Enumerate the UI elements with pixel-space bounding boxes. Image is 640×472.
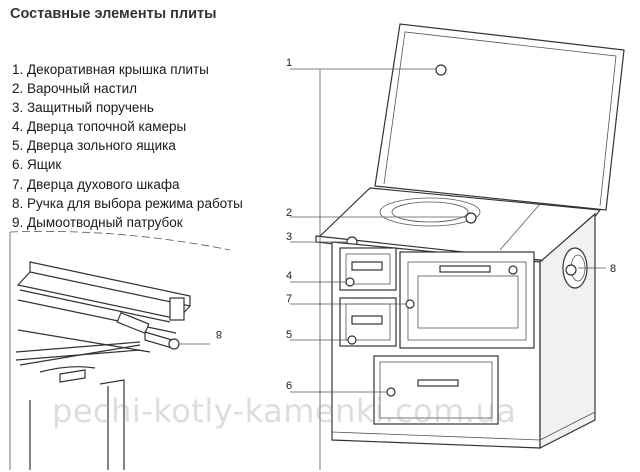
callout-7: 7 [286,293,292,305]
legend-item: 5. Дверца зольного ящика [12,138,176,154]
legend-item: 6. Ящик [12,157,62,173]
parts-legend: 1. Декоративная крышка плиты 2. Варочный… [12,60,243,232]
callout-8: 8 [610,263,616,275]
callout-5: 5 [286,329,292,341]
legend-item: 7. Дверца духового шкафа [12,176,180,192]
leader-lines [290,68,606,470]
detail-inset [9,230,231,470]
legend-item: 8. Ручка для выбора режима работы [12,195,243,211]
burner-ring-outer [379,197,481,227]
legend-item: 3. Защитный поручень [12,100,154,116]
legend-item: 9. Дымоотводный патрубок [12,214,183,230]
callout-1: 1 [286,57,292,69]
stove-body [315,23,625,449]
page-title: Составные элементы плиты [10,6,217,22]
legend-item: 1. Декоративная крышка плиты [12,62,209,77]
detail-callout-label: 8 [216,328,222,340]
decorative-lid [374,23,625,211]
lid-knob [435,64,447,76]
burner-marker [465,212,477,224]
legend-item: 2. Варочный настил [12,81,138,97]
callout-3: 3 [286,231,292,243]
callout-4: 4 [286,270,292,282]
watermark: pechi-kotly-kamenki.com.ua [52,392,517,430]
callout-2: 2 [286,207,292,219]
legend-item: 4. Дверца топочной камеры [12,119,187,135]
burner-ring-inner [391,201,469,223]
callout-6: 6 [286,380,292,392]
